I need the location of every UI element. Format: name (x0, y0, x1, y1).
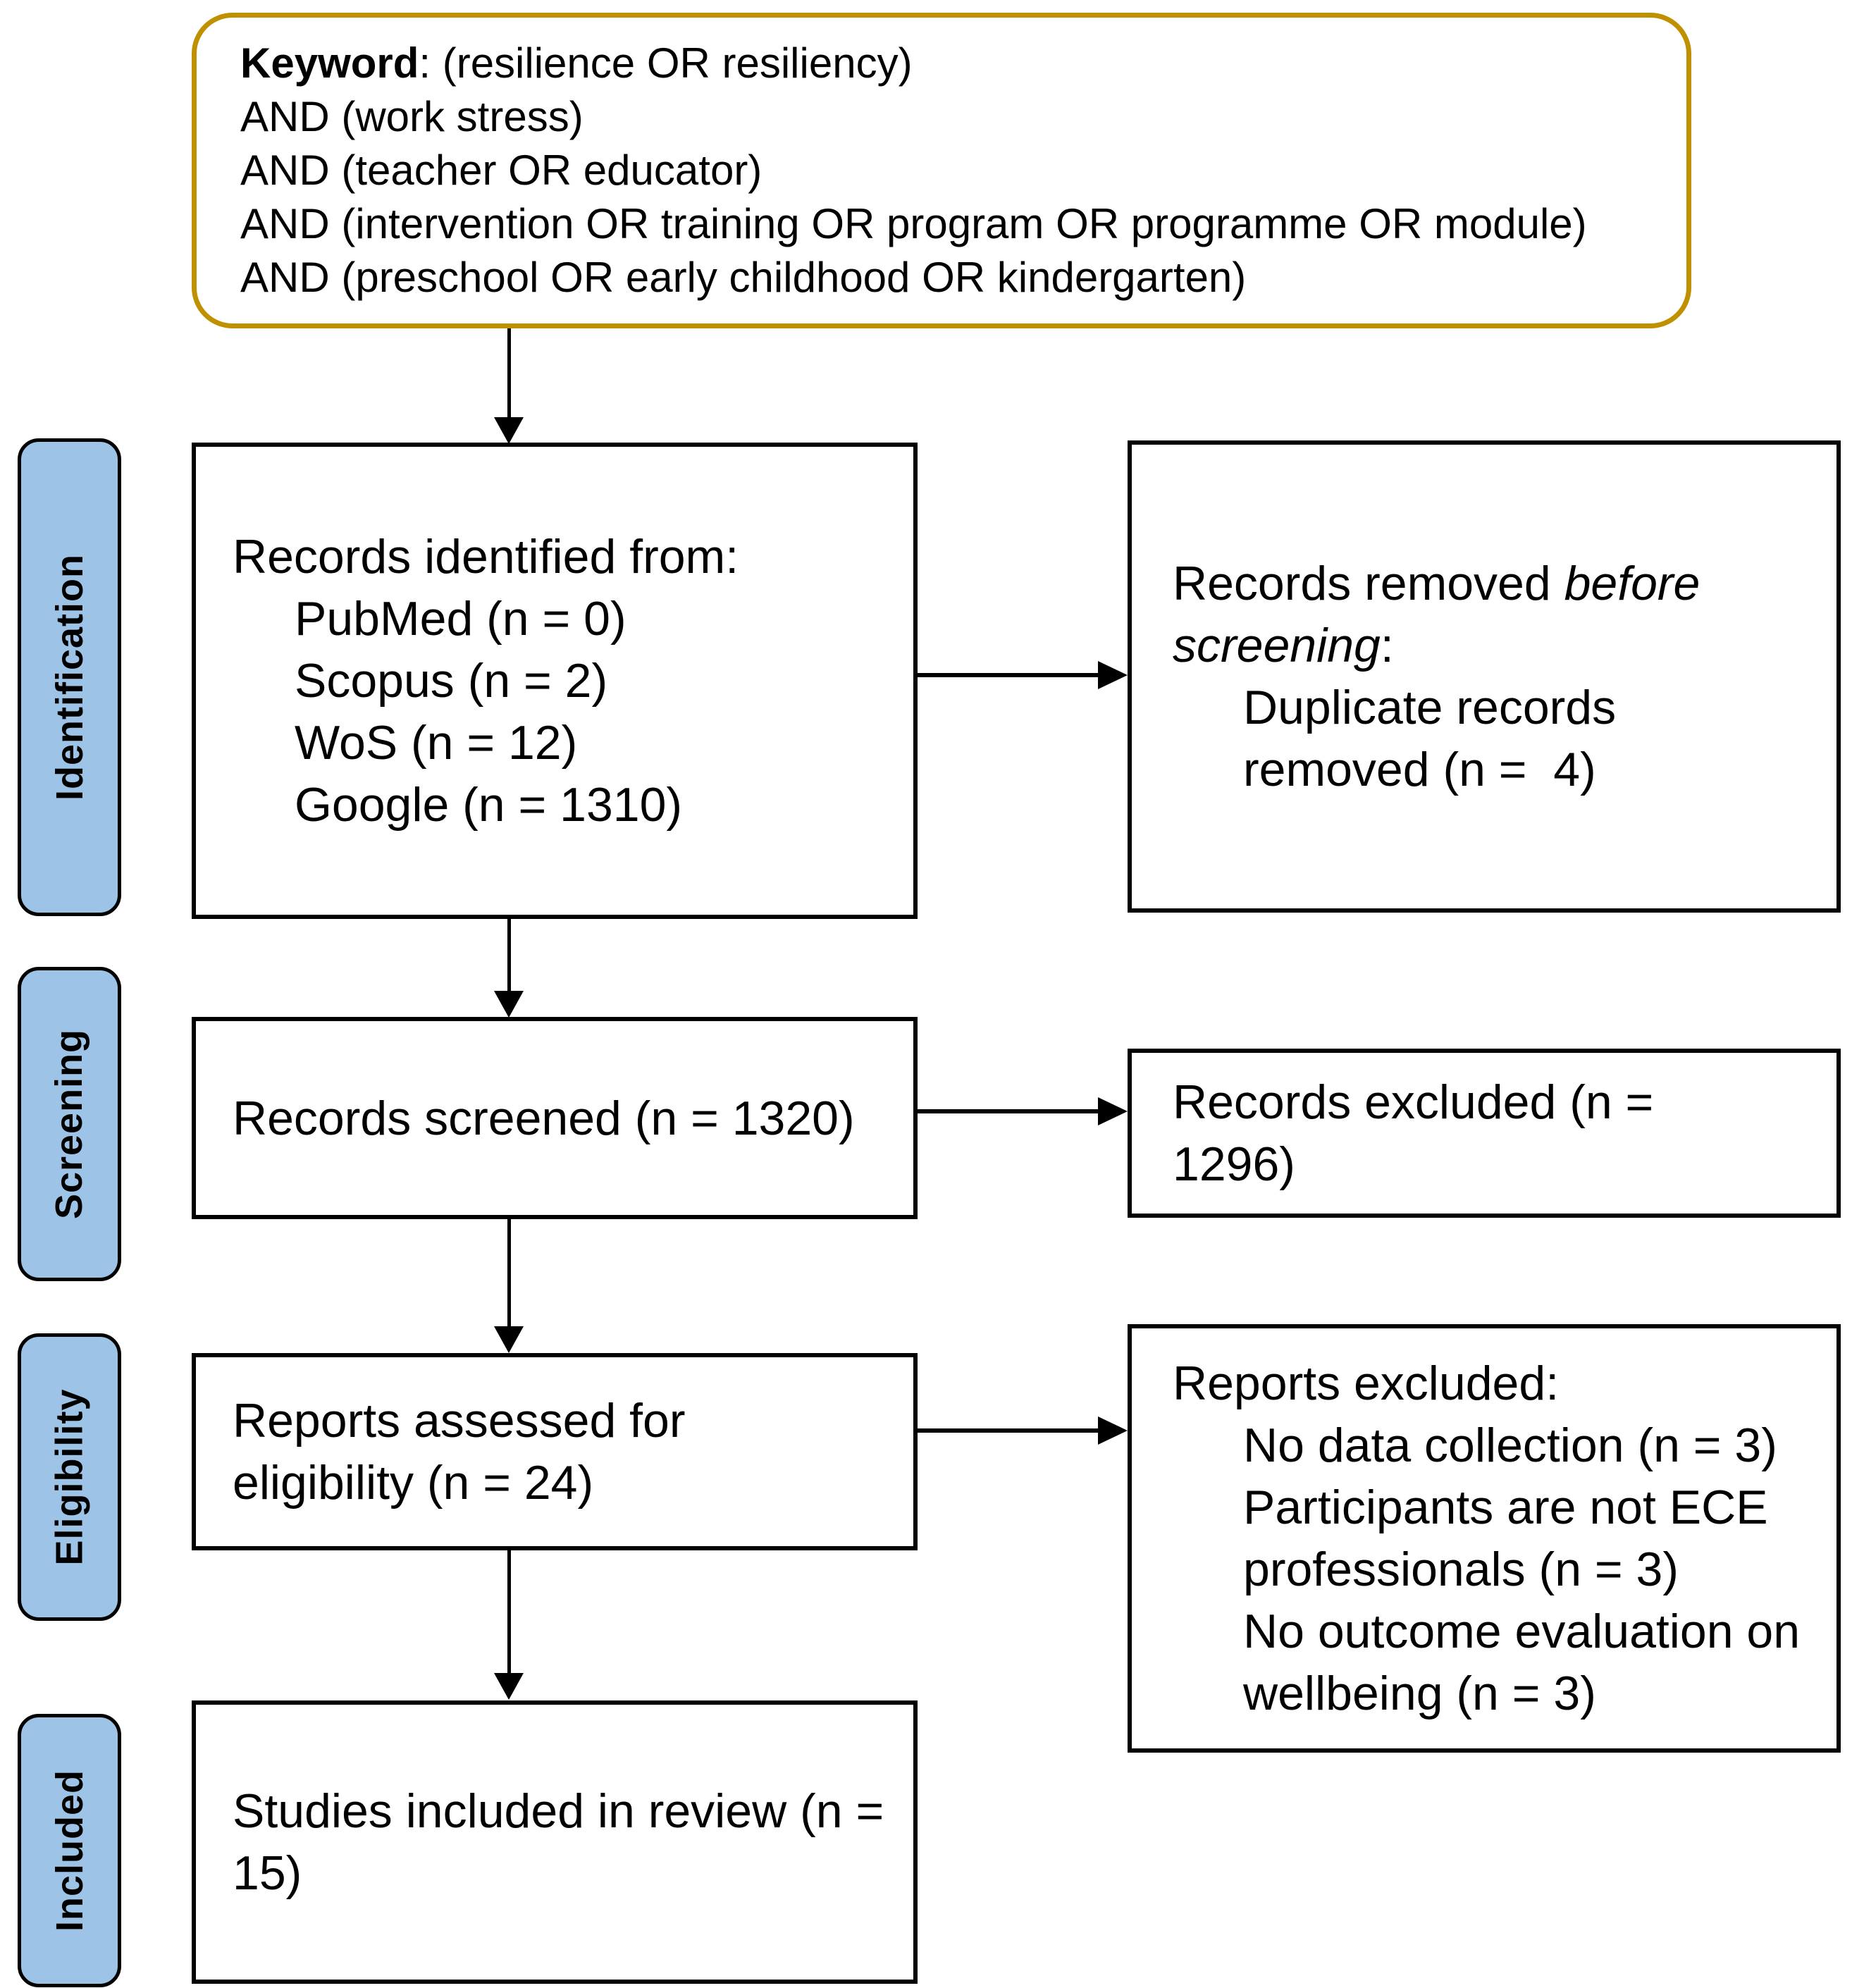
heading-italic: before screening (1173, 557, 1700, 672)
arrow-line (918, 673, 1098, 677)
arrow-right-icon (1098, 661, 1128, 689)
stage-label-included: Included (18, 1714, 121, 1987)
box-heading: Records removed before screening: (1173, 552, 1751, 677)
box-records-excluded: Records excluded (n = 1296) (1128, 1049, 1841, 1218)
box-text: Studies included in review (n = 15) (233, 1784, 884, 1900)
box-heading: Reports excluded: (1173, 1357, 1560, 1410)
exclusion-reason: No data collection (n = 3) (1243, 1419, 1777, 1472)
arrow-right-icon (1098, 1097, 1128, 1125)
arrow-line (507, 919, 511, 991)
source-count: WoS (n = 12) (295, 716, 578, 770)
box-text: Reports assessed for eligibility (n = 24… (233, 1394, 686, 1509)
box-heading: Records identified from: (233, 530, 739, 584)
heading-prefix: Records removed (1173, 557, 1564, 610)
stage-label-screening: Screening (18, 967, 121, 1281)
exclusion-reason: Participants are not ECE professionals (… (1243, 1481, 1782, 1596)
stage-label-text: Eligibility (48, 1388, 91, 1566)
source-count: Scopus (n = 2) (295, 654, 608, 708)
heading-suffix: : (1380, 619, 1394, 672)
box-records-screened: Records screened (n = 1320) (192, 1017, 918, 1219)
search-line-text: AND (preschool OR early childhood OR kin… (240, 254, 1247, 301)
box-reports-assessed: Reports assessed for eligibility (n = 24… (192, 1353, 918, 1550)
keyword-search-box: Keyword: (resilience OR resiliency) AND … (192, 13, 1691, 328)
box-text: Records screened (n = 1320) (233, 1091, 855, 1145)
search-line: AND (intervention OR training OR program… (240, 197, 1658, 251)
search-line-text: AND (teacher OR educator) (240, 147, 763, 194)
stage-label-text: Screening (48, 1028, 91, 1220)
search-line-text: AND (work stress) (240, 93, 584, 140)
box-text: Records excluded (n = 1296) (1173, 1075, 1654, 1191)
box-reports-excluded: Reports excluded: No data collection (n … (1128, 1324, 1841, 1753)
arrow-line (918, 1428, 1098, 1433)
arrow-line (507, 328, 511, 417)
search-line: AND (teacher OR educator) (240, 144, 1658, 197)
arrow-line (507, 1219, 511, 1326)
search-line-bold: Keyword (240, 39, 419, 87)
arrow-down-icon (494, 417, 524, 444)
stage-label-text: Included (48, 1769, 91, 1932)
arrow-line (507, 1550, 511, 1673)
search-line: AND (preschool OR early childhood OR kin… (240, 251, 1658, 304)
arrow-down-icon (494, 991, 524, 1018)
source-count: Google (n = 1310) (295, 778, 683, 832)
search-line: AND (work stress) (240, 90, 1658, 144)
box-studies-included: Studies included in review (n = 15) (192, 1700, 918, 1984)
stage-label-eligibility: Eligibility (18, 1333, 121, 1621)
stage-label-text: Identification (48, 554, 91, 801)
box-records-removed-before-screening: Records removed before screening: Duplic… (1128, 440, 1841, 913)
box-records-identified: Records identified from: PubMed (n = 0) … (192, 443, 918, 919)
arrow-right-icon (1098, 1416, 1128, 1445)
removal-reason: Duplicate records removed (n = 4) (1243, 681, 1630, 796)
arrow-down-icon (494, 1326, 524, 1353)
search-line-text: AND (intervention OR training OR program… (240, 200, 1587, 247)
search-line-text: : (resilience OR resiliency) (419, 39, 913, 87)
source-count: PubMed (n = 0) (295, 592, 626, 646)
exclusion-reason: No outcome evaluation on wellbeing (n = … (1243, 1605, 1813, 1720)
stage-label-identification: Identification (18, 438, 121, 916)
arrow-line (918, 1109, 1098, 1113)
search-line: Keyword: (resilience OR resiliency) (240, 37, 1658, 90)
arrow-down-icon (494, 1673, 524, 1700)
